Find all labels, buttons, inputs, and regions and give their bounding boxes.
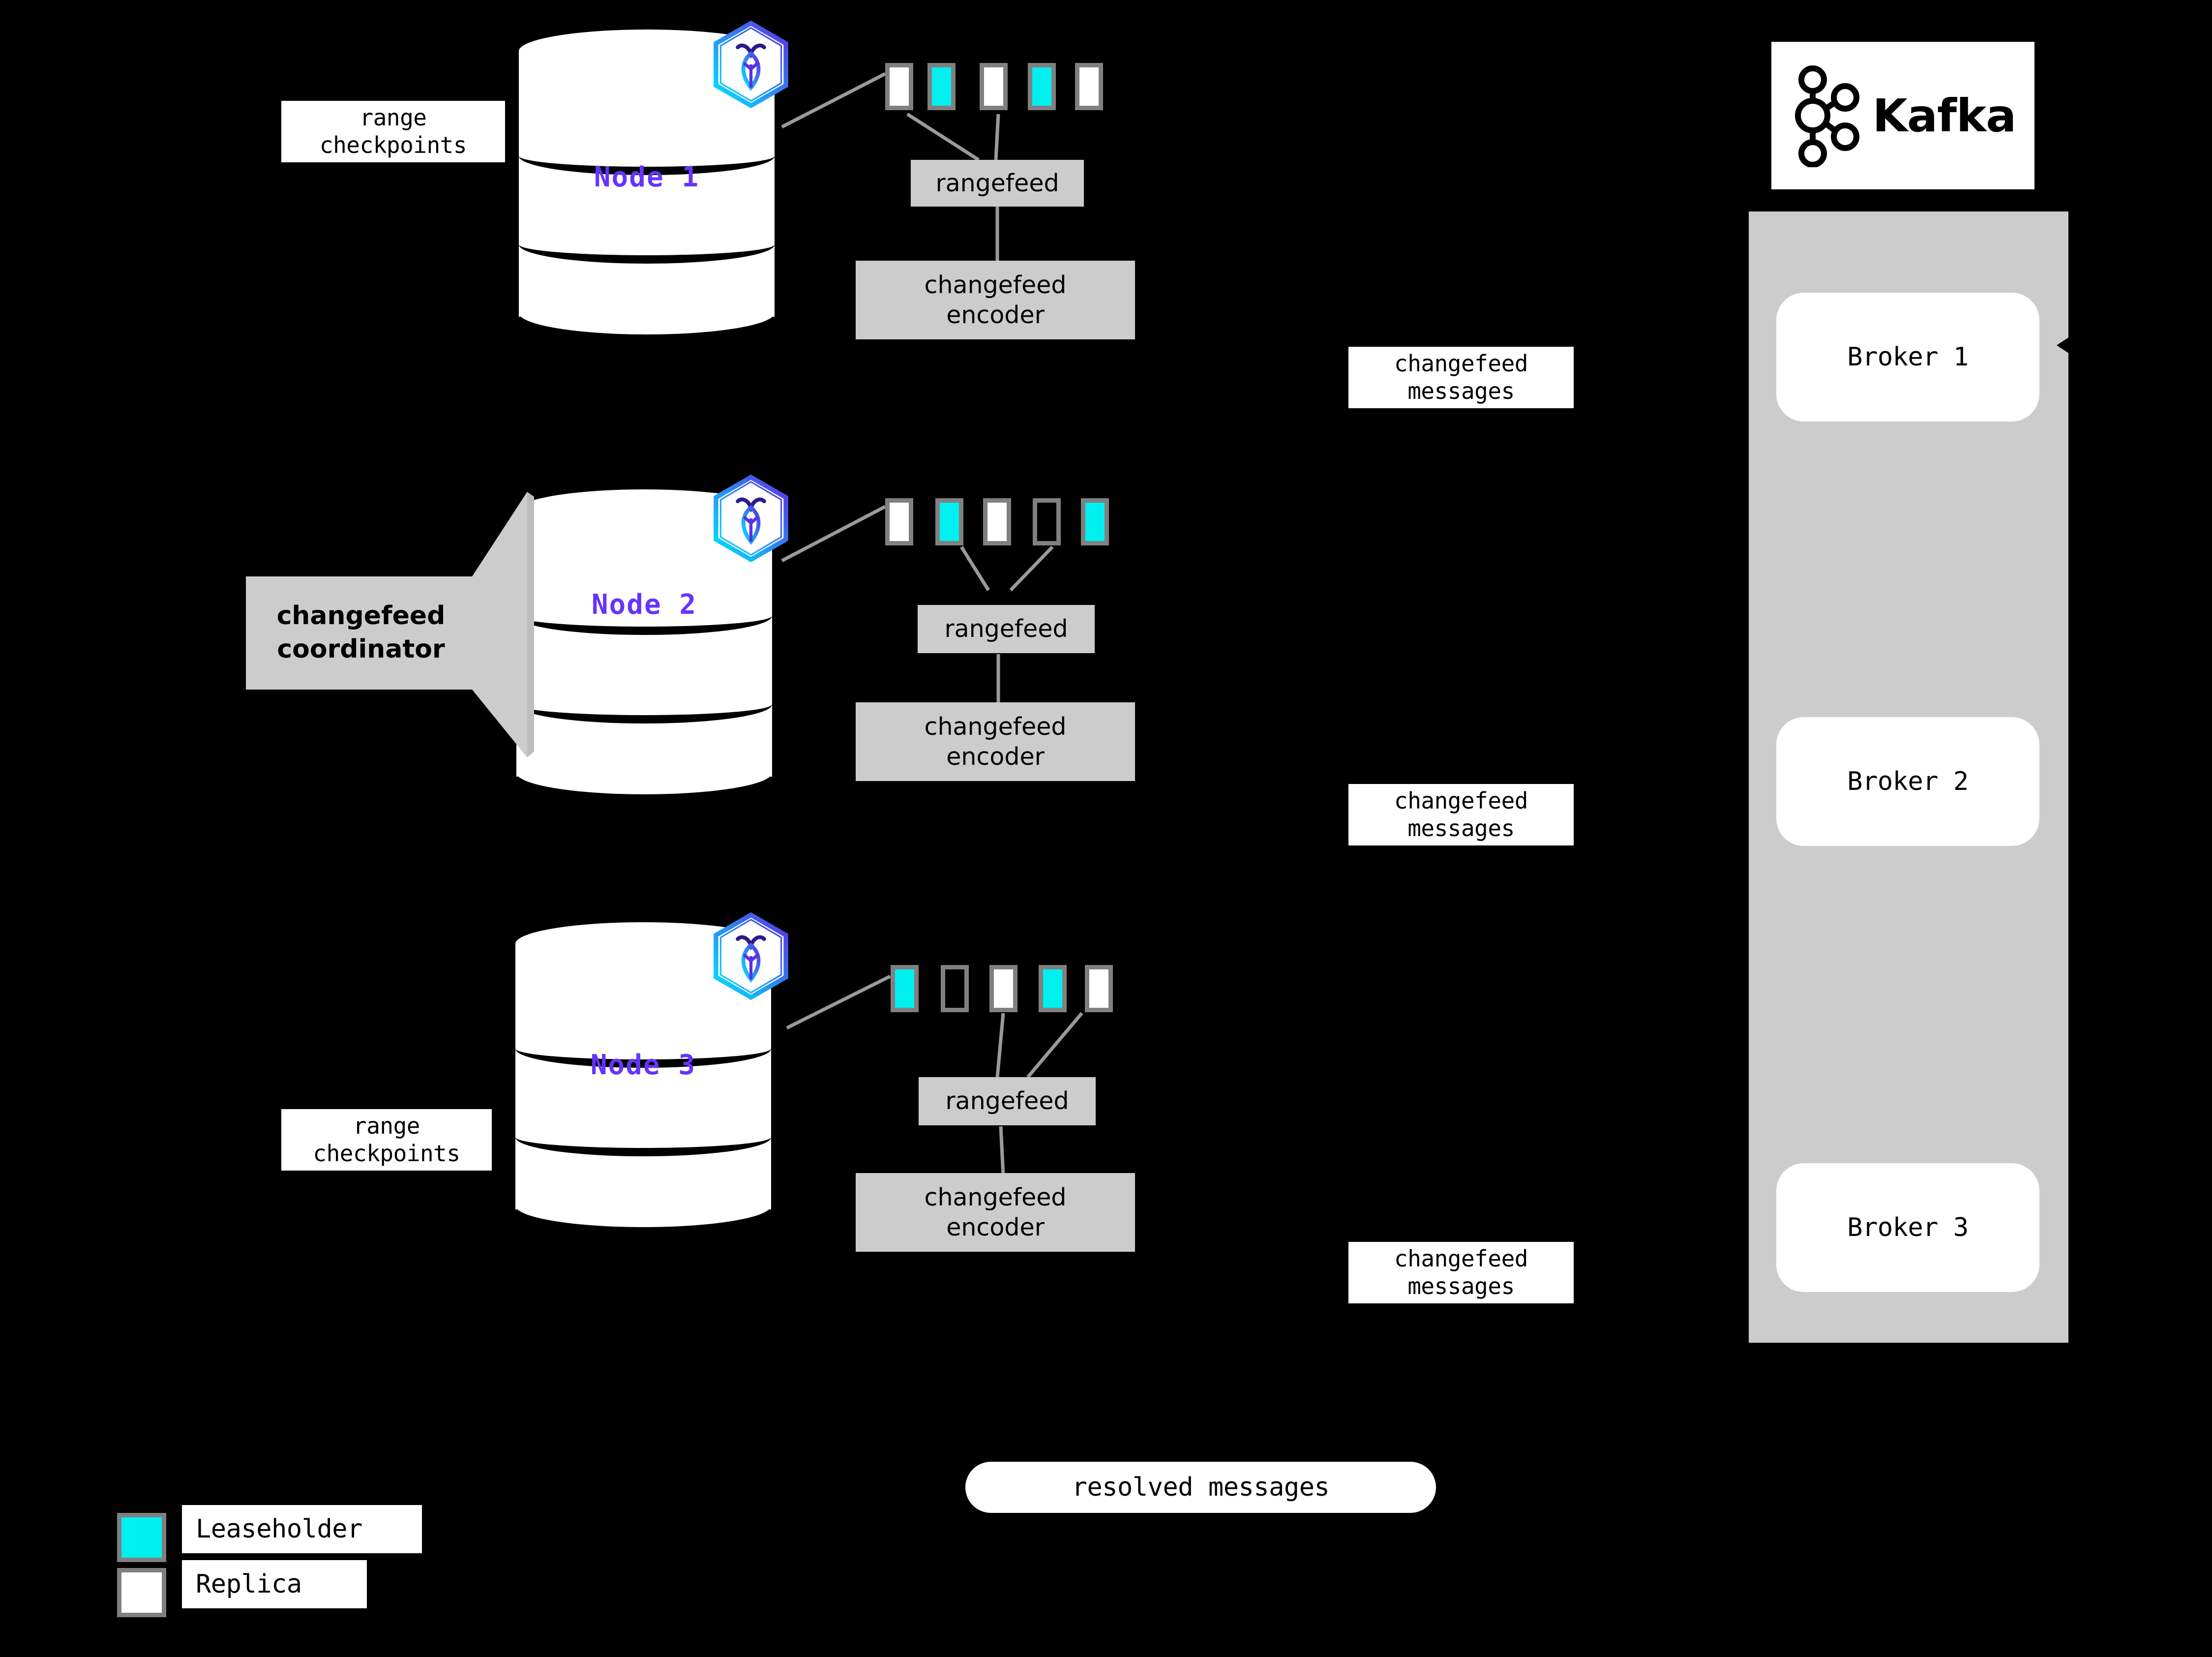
node-3-cylinder: Node 3 xyxy=(515,922,771,1227)
node-1-changefeed-messages-label: changefeed messages xyxy=(1348,347,1574,408)
node-3-range-4 xyxy=(1039,965,1067,1012)
node-2-range-3 xyxy=(983,498,1011,545)
node-1-rangefeed-box: rangefeed xyxy=(911,160,1084,207)
resolved-messages-pill: resolved messages xyxy=(965,1462,1436,1513)
node-3-range-3 xyxy=(989,965,1017,1012)
node-3-label: Node 3 xyxy=(590,1049,696,1081)
kafka-wordmark: Kafka xyxy=(1872,89,2017,142)
node-1-range-5 xyxy=(1075,63,1103,110)
legend-label-leaseholder: Leaseholder xyxy=(182,1505,422,1553)
cockroachdb-hexagon-icon xyxy=(712,474,790,563)
node-2-range-1 xyxy=(885,498,913,545)
node-3-range-checkpoints-label: range checkpoints xyxy=(281,1109,492,1171)
node-2-range-2 xyxy=(935,498,963,545)
node-3-range-2 xyxy=(941,965,969,1012)
node-3-changefeed-messages-label: changefeed messages xyxy=(1348,1242,1574,1303)
node-1-range-1 xyxy=(885,63,913,110)
cockroachdb-hexagon-icon xyxy=(712,20,790,109)
node-1-range-2 xyxy=(927,63,956,110)
legend-swatch-leaseholder xyxy=(117,1513,166,1562)
legend-swatch-replica xyxy=(117,1568,166,1617)
node-1-range-4 xyxy=(1028,63,1056,110)
node-3-changefeed-encoder-box: changefeed encoder xyxy=(856,1173,1135,1252)
node-1-range-3 xyxy=(980,63,1008,110)
kafka-logo-box: Kafka xyxy=(1771,42,2034,189)
node-1-label: Node 1 xyxy=(594,161,700,193)
node-2-label: Node 2 xyxy=(591,589,697,621)
changefeed-coordinator-pointer xyxy=(472,492,534,757)
node-1-changefeed-encoder-box: changefeed encoder xyxy=(856,261,1135,339)
broker-3[interactable]: Broker 3 xyxy=(1776,1163,2039,1292)
kafka-nodes-icon xyxy=(1794,65,1859,167)
node-2-range-5 xyxy=(1081,498,1109,545)
cockroachdb-hexagon-icon xyxy=(712,912,790,1000)
node-2-cylinder: Node 2 xyxy=(516,489,772,794)
broker-1[interactable]: Broker 1 xyxy=(1776,293,2039,422)
legend-label-replica: Replica xyxy=(182,1560,367,1608)
node-3-range-5 xyxy=(1085,965,1113,1012)
node-2-changefeed-messages-label: changefeed messages xyxy=(1348,784,1574,845)
node-2-changefeed-encoder-box: changefeed encoder xyxy=(856,702,1135,781)
broker-2[interactable]: Broker 2 xyxy=(1776,717,2039,846)
node-2-range-4 xyxy=(1033,498,1061,545)
changefeed-coordinator-box: changefeed coordinator xyxy=(246,576,476,690)
node-2-rangefeed-box: rangefeed xyxy=(918,605,1095,653)
node-3-rangefeed-box: rangefeed xyxy=(919,1077,1096,1125)
node-3-range-1 xyxy=(891,965,919,1012)
kafka-panel-arrow-icon xyxy=(2057,337,2069,354)
node-1-range-checkpoints-label: range checkpoints xyxy=(281,101,505,162)
